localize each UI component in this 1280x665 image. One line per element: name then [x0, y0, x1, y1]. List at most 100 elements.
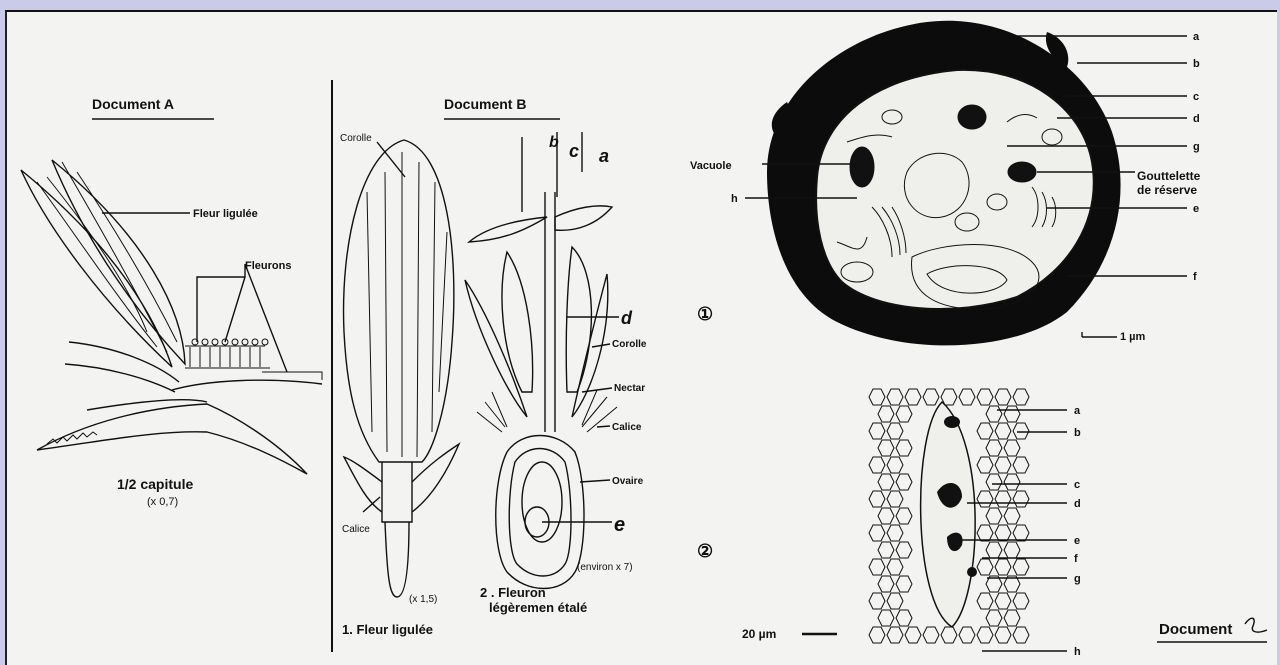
- label-b-corolle-right: Corolle: [612, 339, 647, 350]
- tissue-cell: [1004, 508, 1020, 524]
- label-b-letter-b: b: [549, 134, 559, 151]
- doc-a-scale: (x 0,7): [147, 496, 178, 508]
- tissue-cell: [887, 525, 903, 541]
- tissue-cell: [986, 406, 1002, 422]
- tissue-cell: [869, 559, 885, 575]
- label-d-fig1-right: d: [1193, 113, 1200, 125]
- tissue-cell: [896, 542, 912, 558]
- label-h-fig2-right: h: [1074, 646, 1081, 658]
- tissue-cell: [995, 525, 1011, 541]
- tissue-cell: [869, 627, 885, 643]
- tissue-cell: [896, 406, 912, 422]
- label-b-fig1-right: b: [1193, 58, 1200, 70]
- label-a-fig1-right: a: [1193, 31, 1200, 43]
- label-b-letter-e: e: [614, 514, 625, 536]
- tissue-cell: [878, 440, 894, 456]
- tissue-cell: [1004, 542, 1020, 558]
- label-g-fig1-right: g: [1193, 141, 1200, 153]
- label-b-letter-d: d: [621, 308, 633, 328]
- figure-1-scale: 1 µm: [1120, 331, 1146, 343]
- tissue-cell: [977, 559, 993, 575]
- tissue-cell: [887, 559, 903, 575]
- tissue-cell: [887, 457, 903, 473]
- tissue-cell: [977, 389, 993, 405]
- cell-figure-1: ① 1 µm: [697, 21, 1146, 346]
- tissue-cell: [1013, 389, 1029, 405]
- tissue-cell: [869, 423, 885, 439]
- tissue-cell: [1013, 559, 1029, 575]
- tissue-cell: [995, 559, 1011, 575]
- tissue-cell: [1013, 491, 1029, 507]
- label-b-scale-right: (environ x 7): [577, 562, 633, 573]
- tissue-cell: [1004, 406, 1020, 422]
- tissue-cell: [977, 457, 993, 473]
- figure-2-right-labels: abcdefgh: [962, 405, 1081, 658]
- tissue-figure-2: ② 20 µm: [697, 389, 1029, 643]
- tissue-cell: [977, 525, 993, 541]
- tissue-cell: [869, 389, 885, 405]
- label-fleurons: Fleurons: [245, 260, 291, 272]
- tissue-cell: [869, 491, 885, 507]
- document-b: Document B Corolle Calice (x 1,5) 1. Fle…: [340, 96, 647, 637]
- tissue-cell: [959, 627, 975, 643]
- tissue-cell: [887, 389, 903, 405]
- label-c-fig1-right: c: [1193, 91, 1199, 103]
- label-gouttelette: Gouttelette: [1137, 169, 1201, 183]
- tissue-cell: [878, 508, 894, 524]
- doc-b-title: Document B: [444, 96, 526, 112]
- doc-b-caption-2a: 2 . Fleuron: [480, 585, 546, 600]
- tissue-cell: [959, 389, 975, 405]
- label-e-fig1-right: e: [1193, 203, 1199, 215]
- tissue-cell: [1013, 423, 1029, 439]
- label-vacuole: Vacuole: [690, 160, 732, 172]
- tissue-cell: [896, 508, 912, 524]
- tissue-cell: [878, 406, 894, 422]
- tissue-cell: [977, 627, 993, 643]
- tissue-cell: [896, 576, 912, 592]
- label-d-fig2-right: d: [1074, 498, 1081, 510]
- tissue-cell: [1004, 474, 1020, 490]
- label-h-fig1: h: [731, 193, 738, 205]
- doc-b-caption-1: 1. Fleur ligulée: [342, 622, 433, 637]
- worksheet-page: Document A Fleur ligulée Fle: [5, 10, 1277, 665]
- label-f-fig1-right: f: [1193, 271, 1197, 283]
- tissue-cell: [941, 627, 957, 643]
- doc-a-caption: 1/2 capitule: [117, 476, 193, 492]
- tissue-cell: [995, 457, 1011, 473]
- document-a: Document A Fleur ligulée Fle: [21, 96, 322, 508]
- label-f-fig2-right: f: [1074, 553, 1078, 565]
- label-b-calice-left: Calice: [342, 524, 370, 535]
- label-b-scale-left: (x 1,5): [409, 594, 437, 605]
- tissue-cell: [977, 491, 993, 507]
- tissue-cell: [869, 457, 885, 473]
- tissue-cell: [986, 610, 1002, 626]
- tissue-cell: [1004, 610, 1020, 626]
- tissue-cell: [887, 491, 903, 507]
- label-b-letter-c: c: [569, 141, 579, 161]
- label-b-fig2-right: b: [1074, 427, 1081, 439]
- tissue-cell: [878, 576, 894, 592]
- tissue-cell: [1004, 440, 1020, 456]
- tissue-cell: [1013, 457, 1029, 473]
- tissue-cell: [995, 389, 1011, 405]
- tissue-cell: [986, 474, 1002, 490]
- label-g-fig2-right: g: [1074, 573, 1081, 585]
- tissue-cell: [887, 627, 903, 643]
- tissue-cell: [986, 440, 1002, 456]
- tissue-cell: [995, 627, 1011, 643]
- half-capitule-drawing: [21, 160, 322, 474]
- tissue-cell: [977, 423, 993, 439]
- tissue-cell: [878, 542, 894, 558]
- tissue-cell: [896, 440, 912, 456]
- label-b-corolle-left: Corolle: [340, 133, 372, 144]
- label-b-letter-a: a: [599, 146, 609, 166]
- tissue-cell: [878, 474, 894, 490]
- tissue-cell: [995, 423, 1011, 439]
- fleuron-drawing: [465, 132, 617, 589]
- tissue-cell: [896, 474, 912, 490]
- tissue-cell: [986, 508, 1002, 524]
- label-b-nectar: Nectar: [614, 383, 645, 394]
- label-b-ovaire: Ovaire: [612, 476, 644, 487]
- tissue-cell: [869, 593, 885, 609]
- doc-a-title: Document A: [92, 96, 174, 112]
